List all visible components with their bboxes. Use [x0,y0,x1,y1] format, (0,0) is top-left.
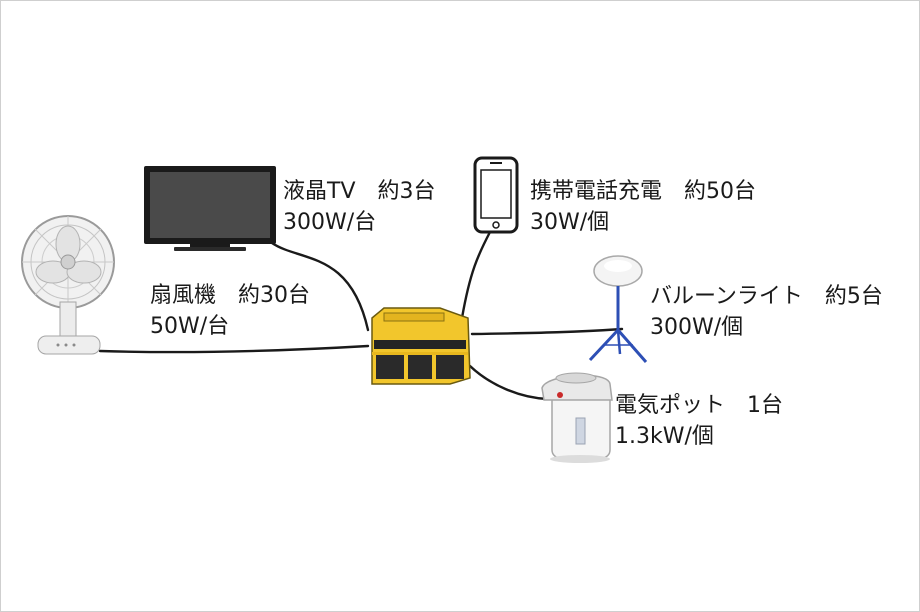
cable-phone [460,230,492,320]
cable-tv [270,241,370,332]
balloon-light-label: バルーンライト 約5台 300W/個 [650,281,883,343]
tv-name: 液晶TV 約3台 [283,179,436,204]
fan-name: 扇風機 約30台 [150,283,310,308]
balloon-light-name: バルーンライト 約5台 [650,284,883,309]
cable-pot [468,364,550,401]
fan-label: 扇風機 約30台 50W/台 [150,280,310,342]
phone-charging-power: 30W/個 [530,210,610,235]
electric-fan-icon [21,215,115,355]
cables [98,230,624,401]
balloon-light-icon [588,255,648,363]
phone-charging-name: 携帯電話充電 約50台 [530,179,756,204]
cable-balloon [470,327,624,336]
balloon-light-power: 300W/個 [650,315,744,340]
fan-power: 50W/台 [150,314,230,339]
electric-pot-name: 電気ポット 1台 [615,393,783,418]
tv-icon [144,166,276,251]
tv-label: 液晶TV 約3台 300W/台 [283,176,436,238]
smartphone-icon [473,156,519,234]
phone-charging-label: 携帯電話充電 約50台 30W/個 [530,176,756,238]
portable-power-supply-icon [371,307,471,385]
tv-power: 300W/台 [283,210,377,235]
electric-pot-icon [541,372,613,463]
electric-pot-power: 1.3kW/個 [615,424,714,449]
cable-fan [98,344,370,354]
electric-pot-label: 電気ポット 1台 1.3kW/個 [615,390,783,452]
